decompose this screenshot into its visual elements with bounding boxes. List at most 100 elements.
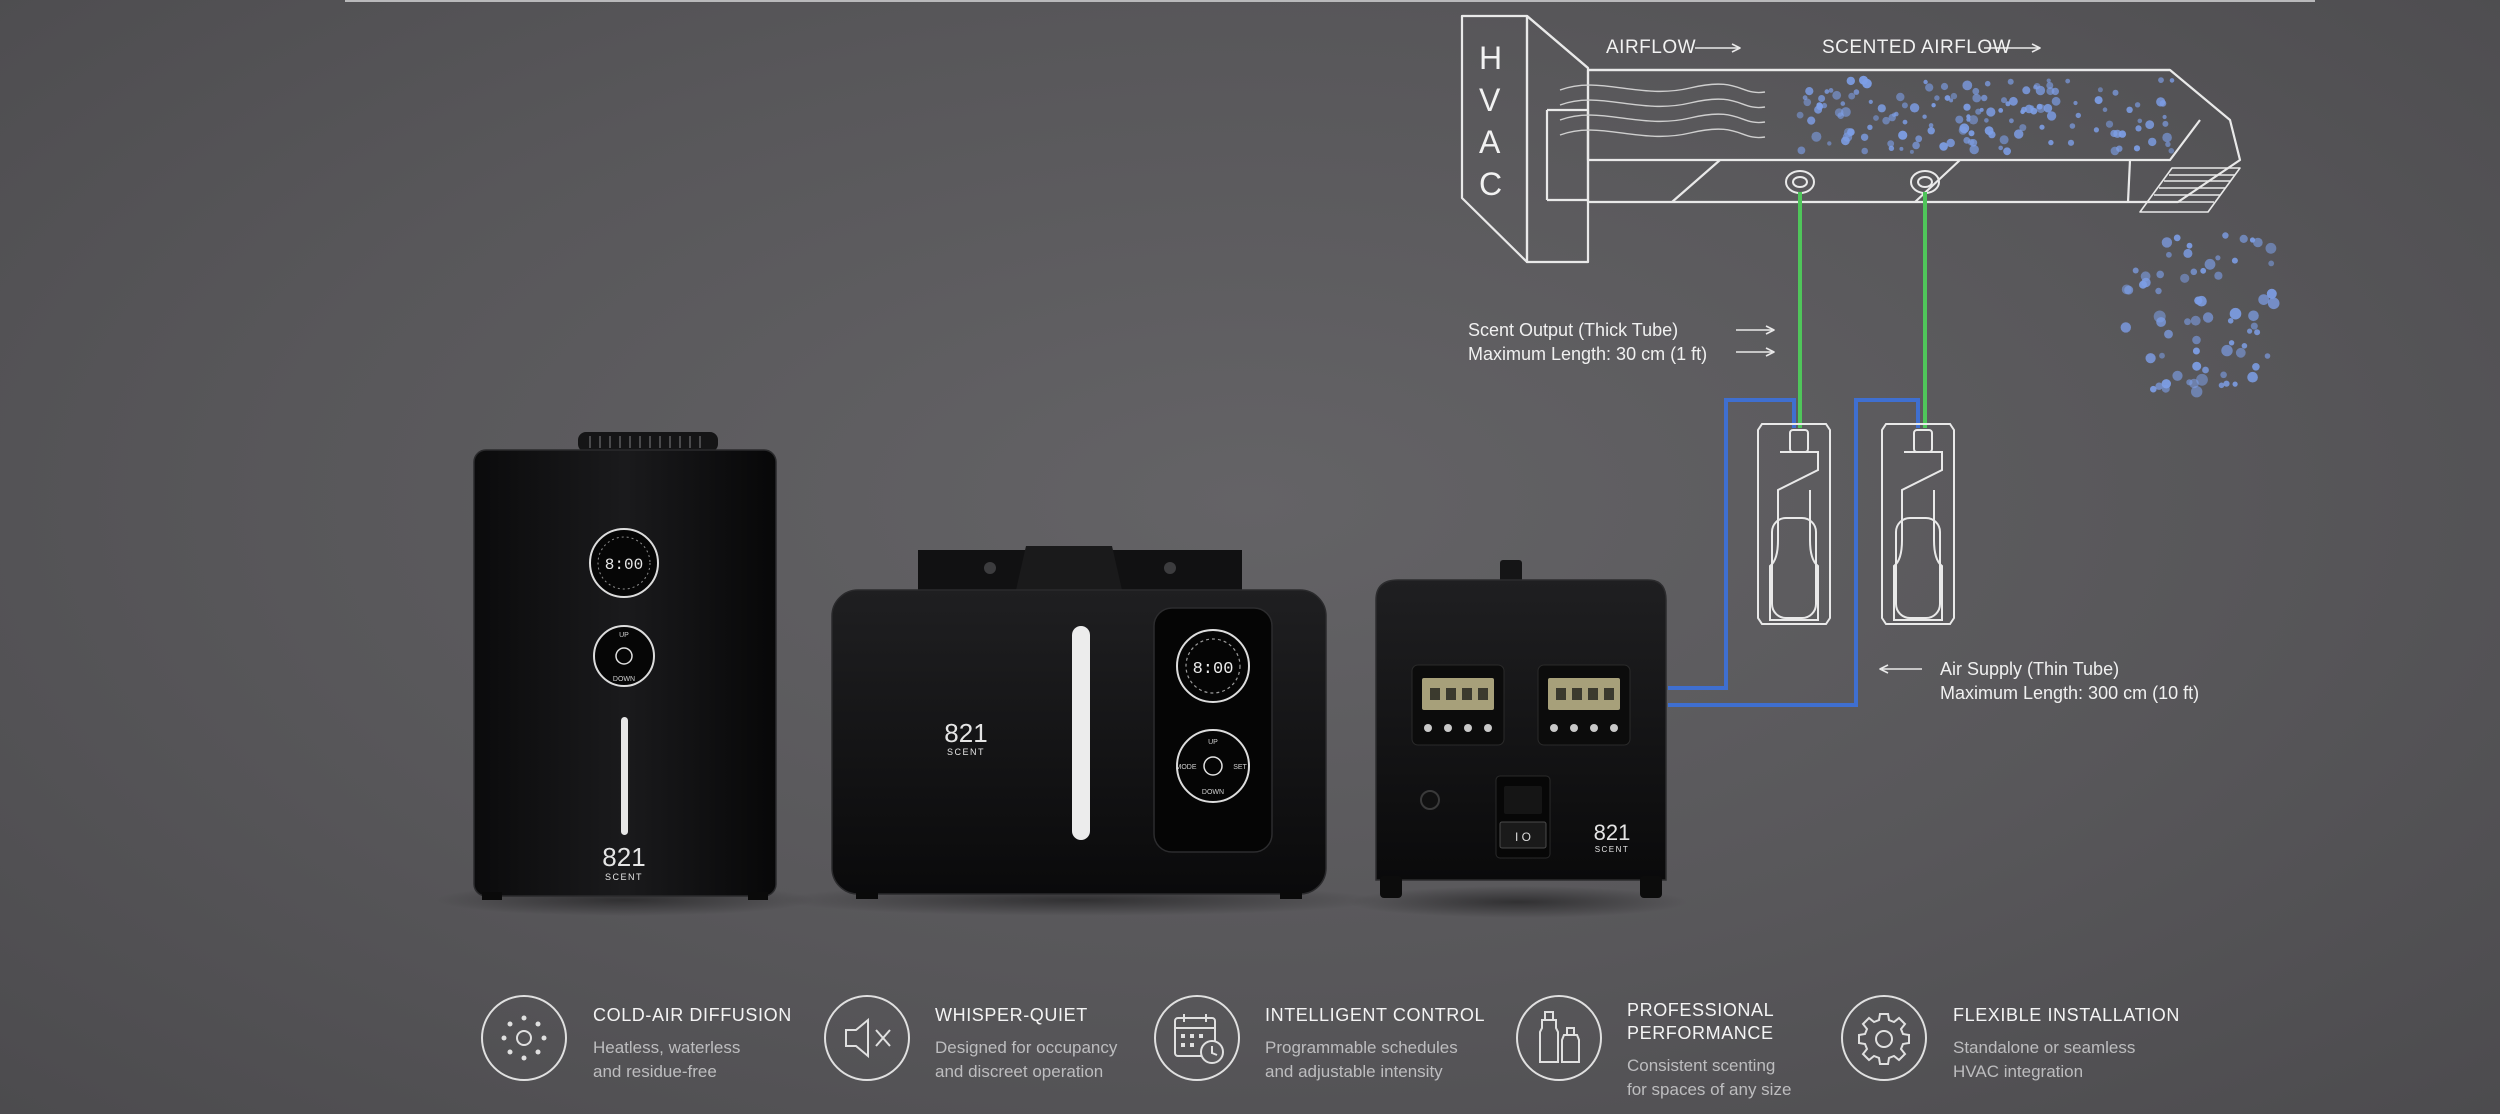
scent-particle [2221, 344, 2233, 357]
scent-particle [2156, 270, 2164, 279]
scent-particle [1796, 111, 1804, 119]
scent-particle [2192, 347, 2200, 355]
scent-particle [2075, 112, 2081, 119]
airflow-label: AIRFLOW [1606, 37, 1697, 58]
scent-particle [1931, 103, 1936, 108]
scent-particle [2180, 273, 2190, 283]
wide-display-digits: 8:00 [1193, 660, 1234, 679]
scent-particle [2035, 85, 2046, 96]
scent-particle [2003, 147, 2011, 156]
scent-particle [2020, 109, 2025, 115]
scent-particle [2148, 137, 2157, 147]
scent-particle [1968, 115, 1979, 125]
hvac-unit-side [1525, 14, 1590, 264]
scent-particle [2241, 343, 2248, 349]
scent-particle [2162, 132, 2172, 143]
scent-particle [1892, 112, 1897, 118]
feature-title: COLD-AIR DIFFUSION [593, 1005, 792, 1025]
scent-particle [2227, 318, 2234, 324]
scent-particle [1940, 82, 1949, 91]
scent-particle [2192, 335, 2201, 345]
scent-particle [1859, 75, 1868, 85]
air-supply-line2: Maximum Length: 300 cm (10 ft) [1940, 683, 2200, 703]
scent-particle [2168, 148, 2175, 154]
scent-particle [2036, 104, 2046, 113]
scent-particle [2220, 371, 2227, 379]
scent-particle [1803, 98, 1812, 107]
scent-particle [2192, 361, 2202, 371]
scent-particle [2164, 329, 2173, 339]
scent-particle [1967, 138, 1975, 146]
scent-particle [2162, 114, 2167, 120]
feature-title-line2: PERFORMANCE [1627, 1023, 1774, 1043]
scent-particle [2014, 129, 2024, 139]
scent-particle [2069, 123, 2076, 129]
scent-particle [1981, 94, 1988, 102]
scent-particle [2065, 78, 2071, 84]
hvac-controller-unit: I O 821 SCENT [1375, 560, 1667, 898]
tower-diffuser: 8:00 UP DOWN 821 SCENT [473, 432, 777, 900]
bottles-icon [1516, 995, 1602, 1081]
speaker-muted-icon [824, 995, 910, 1081]
scent-particle [2156, 97, 2166, 107]
scent-particle [1999, 135, 2009, 145]
hvac-duct-diagram [1460, 14, 2242, 674]
scent-particle [1939, 142, 1948, 151]
scent-particle [1946, 138, 1955, 148]
scent-particle [2250, 322, 2258, 330]
hvac-label-c: C [1479, 166, 1503, 202]
scent-particle [1811, 131, 1822, 142]
timer-panel-left [1411, 664, 1505, 746]
scent-particle [2252, 363, 2260, 371]
scent-particle [1944, 95, 1951, 101]
scent-cartridges [1757, 423, 1955, 625]
scent-particle [1846, 76, 1856, 86]
scent-particle [2268, 260, 2275, 267]
scent-particle [2140, 271, 2151, 282]
scented-airflow-label: SCENTED AIRFLOW [1822, 37, 2012, 58]
svg-text:DOWN: DOWN [1202, 789, 1224, 796]
wide-logo-number: 821 [944, 718, 987, 748]
scent-particle [2218, 382, 2225, 389]
scent-particle [1882, 116, 1890, 125]
scent-particle [2204, 258, 2216, 270]
scent-particle [2046, 111, 2057, 121]
scent-particle [1867, 124, 1873, 130]
scent-particle [2097, 87, 2103, 93]
scent-particle [2132, 267, 2139, 274]
scent-particle [2231, 257, 2238, 264]
scent-particle [2133, 145, 2141, 152]
scent-particle [2113, 129, 2122, 138]
scent-particle [2094, 96, 2103, 105]
scent-particle [1888, 145, 1895, 151]
scent-particle [2009, 96, 2018, 106]
svg-text:MODE: MODE [1176, 764, 1197, 771]
scent-particle [1969, 144, 1979, 155]
scent-particle [1958, 126, 1968, 135]
svg-text:SCENT: SCENT [1595, 845, 1630, 854]
scent-particle [1972, 93, 1981, 103]
scent-particle [2005, 101, 2011, 107]
scent-particle [2229, 307, 2242, 320]
scent-particle [2145, 353, 2156, 364]
scent-particle [1966, 117, 1971, 122]
svg-text:I O: I O [1515, 830, 1531, 844]
scent-particle [1847, 128, 1855, 136]
scent-particle [2194, 296, 2203, 305]
scent-particle [1832, 90, 1842, 100]
scent-particle [1824, 89, 1830, 94]
controller-logo-number: 821 [1594, 820, 1631, 845]
scent-particle [1828, 88, 1834, 93]
scent-particle [2228, 340, 2235, 346]
scent-output-label: Scent Output (Thick Tube) Maximum Length… [1468, 318, 1707, 366]
scent-particle [1901, 102, 1908, 109]
scent-particle [1896, 92, 1905, 102]
svg-text:UP: UP [619, 632, 629, 639]
svg-text:DOWN: DOWN [613, 676, 635, 683]
feature-desc-line1: Programmable schedules [1265, 1038, 1458, 1057]
feature-desc-line2: for spaces of any size [1627, 1080, 1792, 1099]
feature-title: FLEXIBLE INSTALLATION [1953, 1005, 2181, 1025]
scent-particle [1902, 119, 1908, 125]
air-supply-tube-1 [1668, 398, 1796, 690]
